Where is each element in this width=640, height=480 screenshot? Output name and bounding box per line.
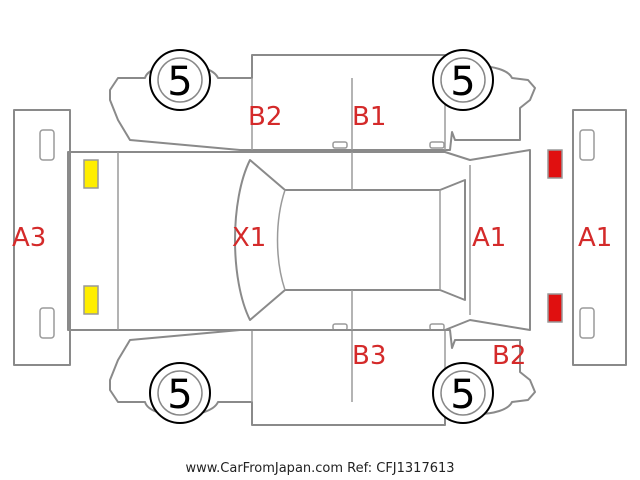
car-plan-view bbox=[67, 149, 531, 331]
code-rear-door-top: B2 bbox=[248, 102, 282, 132]
rear-bumper bbox=[13, 109, 71, 366]
front-lamp-top bbox=[547, 149, 563, 179]
rear-lamp-bottom bbox=[83, 285, 99, 315]
front-bumper bbox=[572, 109, 627, 366]
tyre-front-left-top: 5 bbox=[149, 49, 211, 111]
tyre-value: 5 bbox=[450, 372, 475, 418]
tyre-value: 5 bbox=[450, 59, 475, 105]
reference-footer: www.CarFromJapan.com Ref: CFJ1317613 bbox=[185, 461, 454, 476]
tyre-front-right-top: 5 bbox=[432, 49, 494, 111]
code-bonnet: A1 bbox=[472, 223, 506, 253]
tyre-value: 5 bbox=[167, 372, 192, 418]
code-fender-bottom: B2 bbox=[492, 341, 526, 371]
code-door-bottom: B3 bbox=[352, 341, 386, 371]
code-front-door-top: B1 bbox=[352, 102, 386, 132]
tyre-rear-left-bottom: 5 bbox=[149, 362, 211, 424]
code-front-bumper: A1 bbox=[578, 223, 612, 253]
tyre-rear-right-bottom: 5 bbox=[432, 362, 494, 424]
rear-lamp-top bbox=[83, 159, 99, 189]
code-roof: X1 bbox=[232, 223, 266, 253]
code-rear-bumper: A3 bbox=[12, 223, 46, 253]
tyre-value: 5 bbox=[167, 59, 192, 105]
front-lamp-bottom bbox=[547, 293, 563, 323]
